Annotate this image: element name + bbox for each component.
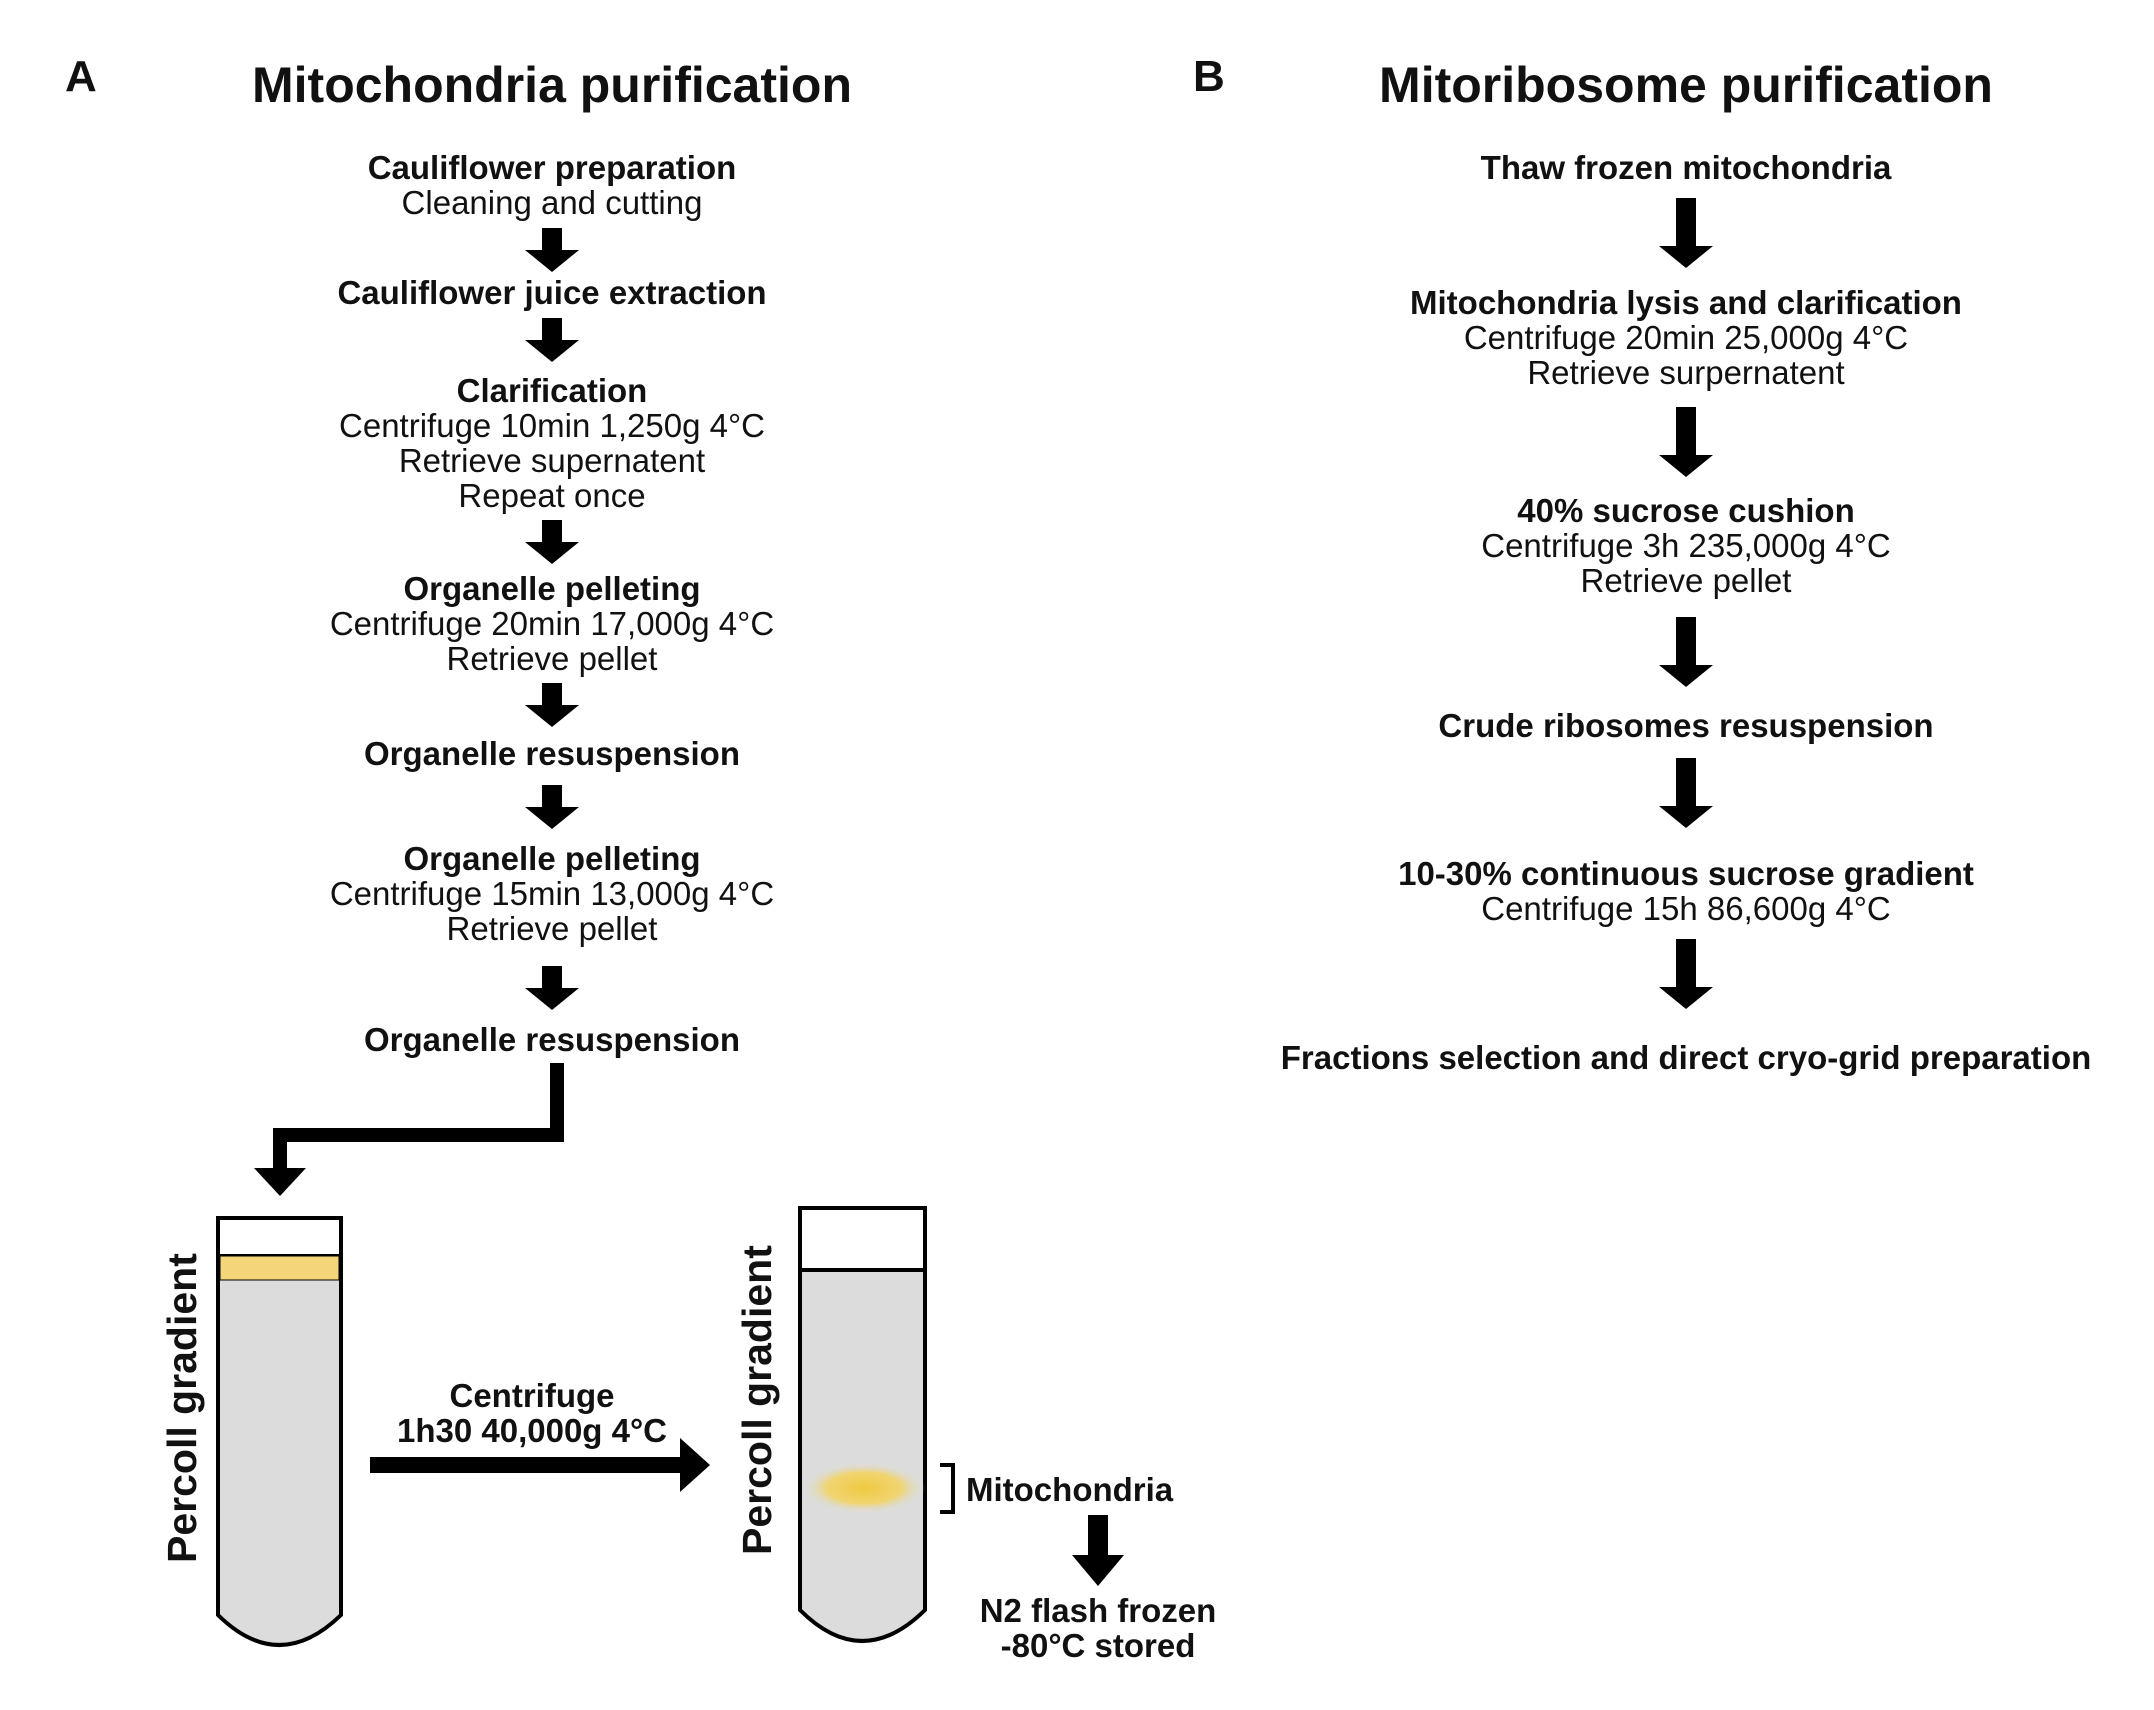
step-a-5: Organelle resuspension <box>364 736 740 771</box>
step-detail: Centrifuge 20min 25,000g 4°C <box>1463 319 1909 356</box>
step-detail: Centrifuge 15min 13,000g 4°C <box>329 875 775 912</box>
panel-b-letter: B <box>1193 52 1225 101</box>
tube-before-body <box>216 1216 343 1647</box>
panel-a-letter: A <box>65 52 97 101</box>
down-arrow-5 <box>542 785 562 808</box>
step-a-7: Organelle resuspension <box>364 1022 740 1057</box>
centrifuge-label: Centrifuge 1h30 40,000g 4°C <box>397 1378 667 1448</box>
step-title: Cauliflower juice extraction <box>337 274 767 311</box>
tube-before <box>216 1216 343 1647</box>
tube-after-label: Percoll gradient <box>734 1245 780 1555</box>
step-title: 40% sucrose cushion <box>1517 492 1855 529</box>
connector-arrow-head <box>254 1168 306 1196</box>
mitochondria-band <box>802 1462 926 1514</box>
storage-label: N2 flash frozen -80°C stored <box>980 1593 1217 1663</box>
step-a-2: Cauliflower juice extraction <box>337 275 766 310</box>
tube-before-empty-top <box>216 1216 343 1258</box>
organelle-layer <box>219 1255 340 1281</box>
centrifuge-arrow-head <box>680 1438 710 1492</box>
panel-a-arrows <box>525 228 579 1010</box>
step-b-6: Fractions selection and direct cryo-grid… <box>1281 1040 2092 1075</box>
step-b-1: Thaw frozen mitochondria <box>1481 150 1892 185</box>
step-title: Organelle resuspension <box>364 1021 740 1058</box>
centrifuge-label-line-2: 1h30 40,000g 4°C <box>396 1412 668 1449</box>
panel-a-title: Mitochondria purification <box>252 57 852 113</box>
step-detail: Retrieve pellet <box>446 640 658 677</box>
tube-before-label: Percoll gradient <box>159 1253 205 1563</box>
step-title: Organelle resuspension <box>364 735 740 772</box>
down-arrow-head-4 <box>525 705 579 727</box>
step-detail: Repeat once <box>458 477 646 514</box>
tube-after-empty-top <box>798 1206 927 1272</box>
down-arrow-head-2 <box>525 340 579 362</box>
down-arrow-4 <box>542 683 562 706</box>
step-detail: Retrieve surpernatent <box>1527 354 1845 391</box>
down-arrow-head-4 <box>1659 806 1713 828</box>
step-title: Organelle pelleting <box>403 840 701 877</box>
panel-b-arrows <box>1659 198 1713 1009</box>
down-arrow-3 <box>542 520 562 543</box>
tube-after-body <box>798 1206 927 1643</box>
down-arrow-head-3 <box>525 542 579 564</box>
step-title: Crude ribosomes resuspension <box>1438 707 1934 744</box>
step-detail: Retrieve pellet <box>446 910 658 947</box>
panel-b-title: Mitoribosome purification <box>1379 57 1993 113</box>
down-arrow-2 <box>1676 407 1696 456</box>
storage-arrow <box>1088 1515 1108 1557</box>
storage-arrow-head <box>1072 1555 1124 1586</box>
down-arrow-head-1 <box>1659 246 1713 268</box>
mitochondria-label: Mitochondria <box>966 1471 1174 1508</box>
down-arrow-5 <box>1676 939 1696 988</box>
step-detail: Centrifuge 20min 17,000g 4°C <box>329 605 775 642</box>
down-arrow-head-3 <box>1659 665 1713 687</box>
step-detail: Centrifuge 15h 86,600g 4°C <box>1481 890 1891 927</box>
down-arrow-head-5 <box>1659 987 1713 1009</box>
down-arrow-1 <box>1676 198 1696 247</box>
step-detail: Retrieve pellet <box>1580 562 1792 599</box>
down-arrow-head-6 <box>525 988 579 1010</box>
down-arrow-6 <box>542 966 562 989</box>
centrifuge-label-line-1: Centrifuge <box>449 1377 615 1414</box>
step-title: Thaw frozen mitochondria <box>1480 149 1892 186</box>
down-arrow-head-5 <box>525 807 579 829</box>
down-arrow-2 <box>542 318 562 341</box>
step-title: Cauliflower preparation <box>367 149 737 186</box>
step-title: Organelle pelleting <box>403 570 701 607</box>
step-title: Clarification <box>456 372 648 409</box>
down-arrow-head-1 <box>525 250 579 272</box>
step-detail: Cleaning and cutting <box>401 184 703 221</box>
connector-arrow <box>273 1063 564 1172</box>
step-detail: Centrifuge 3h 235,000g 4°C <box>1481 527 1891 564</box>
step-detail: Centrifuge 10min 1,250g 4°C <box>339 407 765 444</box>
storage-label-line-2: -80°C stored <box>1000 1627 1196 1664</box>
step-title: 10-30% continuous sucrose gradient <box>1398 855 1974 892</box>
step-detail: Retrieve supernatent <box>398 442 706 479</box>
band-bracket <box>940 1463 955 1514</box>
down-arrow-3 <box>1676 617 1696 666</box>
step-title: Mitochondria lysis and clarification <box>1410 284 1962 321</box>
down-arrow-1 <box>542 228 562 251</box>
step-b-4: Crude ribosomes resuspension <box>1438 708 1933 743</box>
step-title: Fractions selection and direct cryo-grid… <box>1280 1039 2092 1076</box>
down-arrow-head-2 <box>1659 455 1713 477</box>
storage-label-line-1: N2 flash frozen <box>979 1592 1217 1629</box>
down-arrow-4 <box>1676 758 1696 807</box>
tube-after <box>798 1206 927 1643</box>
